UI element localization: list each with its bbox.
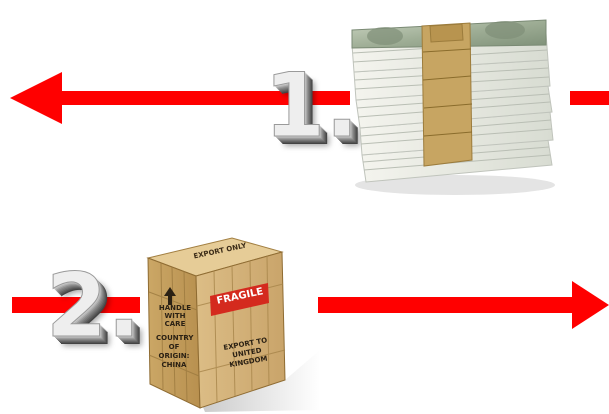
crate-label-handle: HANDLE WITH CARE (158, 304, 192, 328)
crate-label-origin: COUNTRY OF ORIGIN: CHINA (156, 334, 192, 370)
